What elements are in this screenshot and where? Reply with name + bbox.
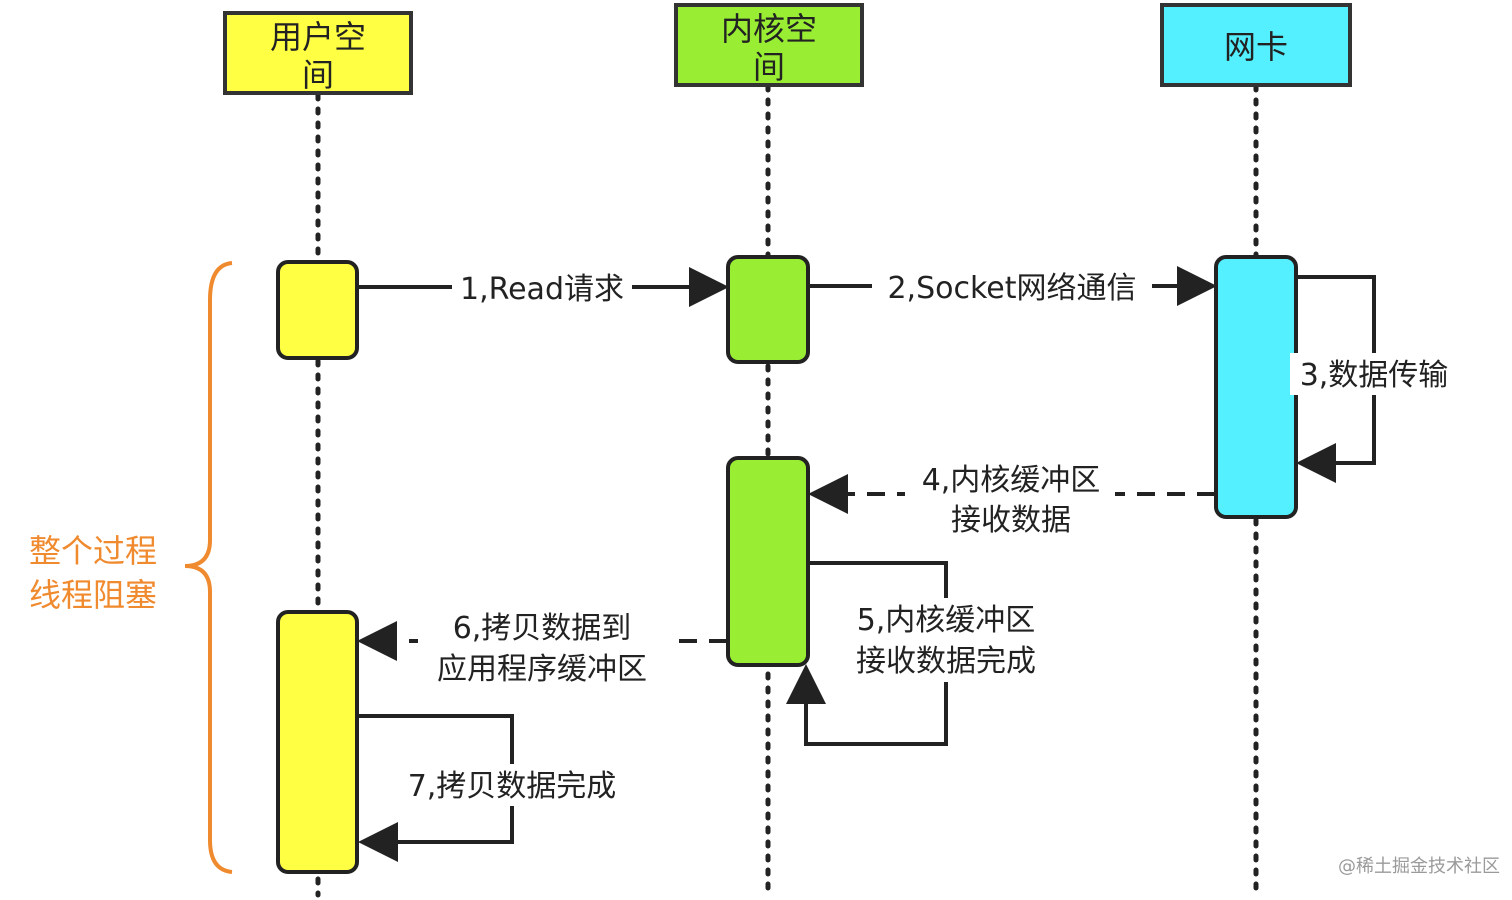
blocking-brace	[184, 261, 233, 874]
side-label-line2: 线程阻塞	[29, 576, 157, 614]
activation-nic	[1214, 255, 1298, 519]
lane-header-nic: 网卡	[1160, 3, 1352, 87]
lane-title-user-space-2: 间	[302, 56, 334, 94]
label-kernel-receive-complete-1: 5,内核缓冲区	[857, 603, 1036, 638]
side-label-line1: 整个过程	[29, 532, 157, 570]
label-data-transfer: 3,数据传输	[1300, 358, 1449, 393]
label-copy-complete: 7,拷贝数据完成	[408, 769, 617, 804]
activation-kernel-2	[726, 456, 810, 667]
watermark: @稀土掘金技术社区	[1338, 856, 1500, 877]
lane-title-kernel-space-2: 间	[753, 48, 785, 86]
lane-title-nic: 网卡	[1224, 28, 1288, 66]
activation-kernel-1	[726, 255, 810, 364]
label-socket: 2,Socket网络通信	[887, 271, 1136, 306]
lane-title-user-space-1: 用户空	[270, 18, 366, 56]
activation-user-1	[276, 260, 359, 360]
lane-header-kernel-space: 内核空 间	[674, 3, 864, 87]
label-kernel-receive-complete-2: 接收数据完成	[856, 644, 1036, 679]
arrow-kernel-receive-complete	[786, 561, 948, 746]
label-copy-data-2: 应用程序缓冲区	[437, 652, 647, 687]
label-kernel-receive-1: 4,内核缓冲区	[922, 463, 1101, 498]
lane-header-user-space: 用户空 间	[223, 11, 413, 95]
label-read-request: 1,Read请求	[460, 272, 624, 307]
lane-title-kernel-space-1: 内核空	[721, 10, 817, 48]
label-kernel-receive-2: 接收数据	[951, 503, 1071, 538]
activation-user-2	[276, 610, 359, 874]
label-copy-data-1: 6,拷贝数据到	[453, 611, 632, 646]
